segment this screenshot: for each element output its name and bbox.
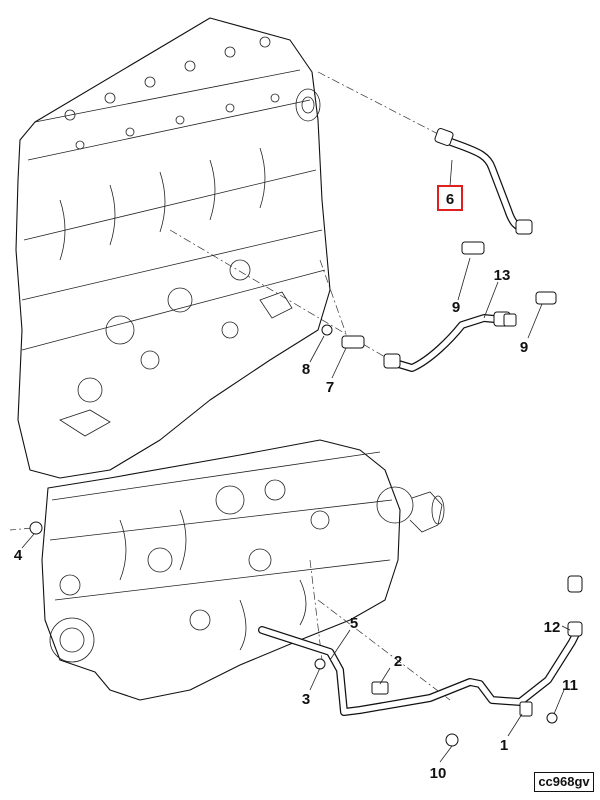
diagram-code: cc968gv: [534, 772, 594, 792]
callout-labels: 6 13 9 9 8 7 4 5 2 3 1 10 11 12: [14, 185, 578, 782]
callout-2: 2: [394, 653, 402, 670]
callout-7: 7: [326, 379, 334, 396]
bolt-10: [445, 733, 459, 747]
callout-3: 3: [302, 691, 310, 708]
callout-10: 10: [430, 765, 447, 782]
lower-engine-block: [41, 439, 445, 701]
callout-12: 12: [544, 619, 561, 636]
callout-13: 13: [494, 267, 511, 284]
callout-11: 11: [562, 677, 578, 694]
connector-9-upper: [461, 241, 485, 255]
connector-9-lower: [535, 291, 557, 305]
middle-coolant-pipe: [383, 311, 517, 372]
plug-4: [29, 521, 43, 535]
callout-9-lower: 9: [520, 339, 528, 356]
leader-lines: [21, 159, 571, 763]
upper-engine-block: [15, 17, 331, 479]
bolt-11: [546, 712, 558, 724]
fitting-12-upper: [567, 575, 583, 593]
highlight-box: [437, 185, 463, 211]
upper-coolant-pipe: [434, 128, 533, 235]
washer-3: [314, 658, 326, 670]
connector-7: [341, 335, 365, 349]
callout-9-upper: 9: [452, 299, 460, 316]
clamp-2: [371, 681, 389, 695]
bracket-1: [519, 701, 533, 717]
callout-4: 4: [14, 547, 23, 564]
washer-8: [321, 324, 333, 336]
callout-6: 6: [446, 191, 454, 208]
callout-8: 8: [302, 361, 310, 378]
callout-1: 1: [500, 737, 508, 754]
lower-coolant-pipe: [29, 521, 583, 747]
callout-5: 5: [350, 615, 358, 632]
pipe-connectors: [321, 241, 557, 349]
fitting-12-lower: [567, 621, 583, 637]
